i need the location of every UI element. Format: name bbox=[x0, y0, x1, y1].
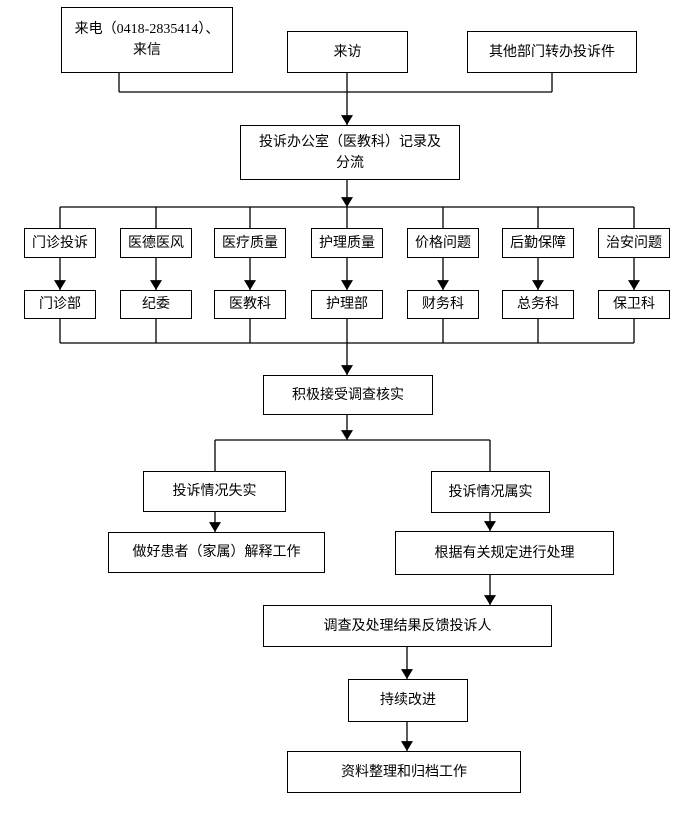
node-dept-finance: 财务科 bbox=[407, 290, 479, 319]
node-handle-per-rules: 根据有关规定进行处理 bbox=[395, 531, 614, 575]
node-outcome-false: 投诉情况失实 bbox=[143, 471, 286, 512]
node-dept-nursing: 护理部 bbox=[311, 290, 383, 319]
node-dept-outpatient: 门诊部 bbox=[24, 290, 96, 319]
node-continuous-improve: 持续改进 bbox=[348, 679, 468, 722]
node-dept-general-affairs: 总务科 bbox=[502, 290, 574, 319]
node-visit: 来访 bbox=[287, 31, 408, 73]
node-category-outpatient: 门诊投诉 bbox=[24, 228, 96, 258]
node-outcome-true: 投诉情况属实 bbox=[431, 471, 550, 513]
node-category-pricing: 价格问题 bbox=[407, 228, 479, 258]
node-category-public-security: 治安问题 bbox=[598, 228, 670, 258]
node-archive-materials: 资料整理和归档工作 bbox=[287, 751, 521, 793]
node-dept-medical-education: 医教科 bbox=[214, 290, 286, 319]
node-transfer: 其他部门转办投诉件 bbox=[467, 31, 637, 73]
node-category-medical-quality: 医疗质量 bbox=[214, 228, 286, 258]
node-category-medical-ethics: 医德医风 bbox=[120, 228, 192, 258]
node-complaint-office: 投诉办公室（医教科）记录及 分流 bbox=[240, 125, 460, 180]
node-category-nursing-quality: 护理质量 bbox=[311, 228, 383, 258]
node-category-logistics: 后勤保障 bbox=[502, 228, 574, 258]
node-dept-security: 保卫科 bbox=[598, 290, 670, 319]
node-phone-letter: 来电（0418-2835414）、 来信 bbox=[61, 7, 233, 73]
node-explain-to-patient: 做好患者（家属）解释工作 bbox=[108, 532, 325, 573]
node-verify-investigation: 积极接受调查核实 bbox=[263, 375, 433, 415]
node-dept-discipline: 纪委 bbox=[120, 290, 192, 319]
node-feedback-result: 调查及处理结果反馈投诉人 bbox=[263, 605, 552, 647]
